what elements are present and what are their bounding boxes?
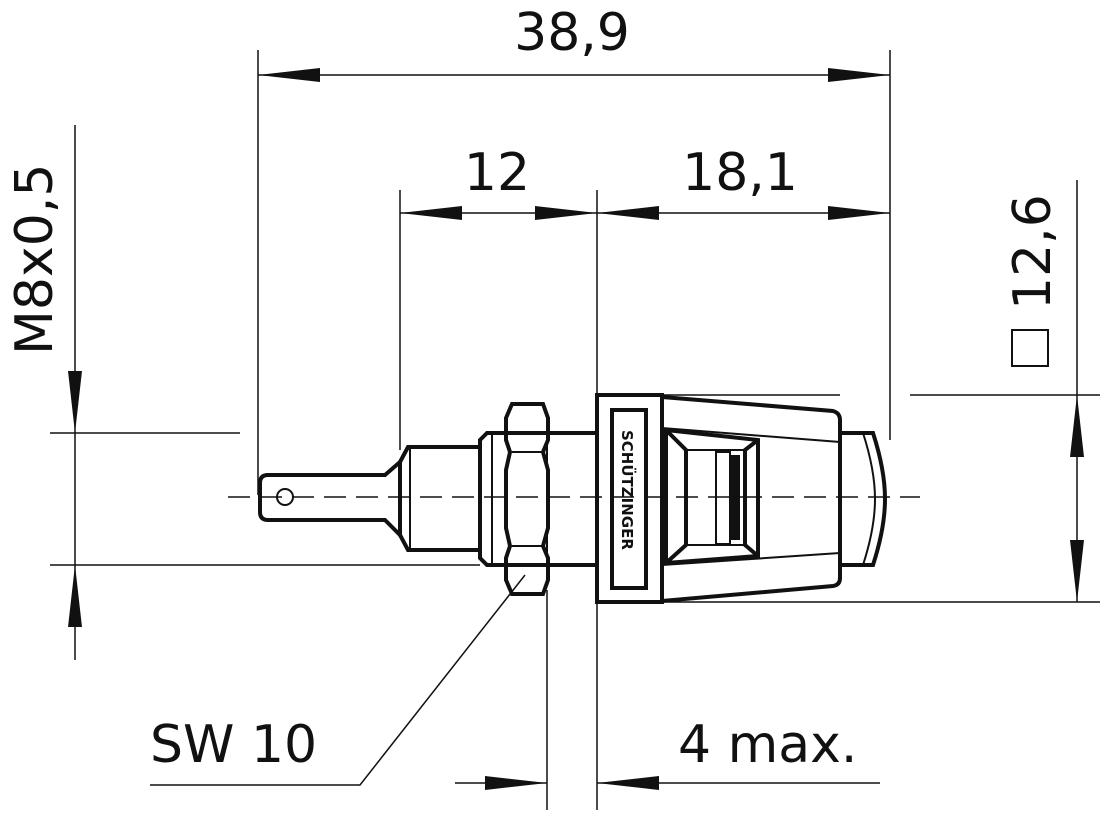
dim-rear-label: 12 — [464, 143, 530, 203]
square-symbol-icon — [1011, 329, 1049, 367]
dimension-partial: 12 18,1 — [400, 143, 890, 220]
dim-front-label: 18,1 — [682, 143, 798, 203]
dimension-overall: 38,9 — [258, 3, 890, 82]
solder-tab — [258, 457, 402, 540]
brand-logo: SCHÜTZINGER — [618, 430, 637, 550]
dimension-wrench: SW 10 — [150, 574, 526, 786]
dimension-thread: M8x0,5 — [5, 125, 82, 660]
dim-thread-label: M8x0,5 — [5, 164, 65, 355]
dim-wrench-label: SW 10 — [150, 715, 317, 775]
dimension-panel: 4 max. — [455, 715, 880, 790]
logo-plate — [610, 408, 648, 590]
extension-lines — [50, 50, 1100, 810]
hex-nut — [504, 402, 550, 596]
dim-square-label: 12,6 — [1003, 194, 1063, 310]
dim-overall-label: 38,9 — [514, 3, 630, 63]
shaft — [398, 445, 482, 552]
dim-panel-label: 4 max. — [678, 715, 857, 775]
cone-sleeve — [660, 394, 842, 604]
front-cap — [838, 431, 888, 567]
dimension-square: 12,6 — [1003, 180, 1084, 602]
socket-part: SCHÜTZINGER — [258, 393, 888, 604]
